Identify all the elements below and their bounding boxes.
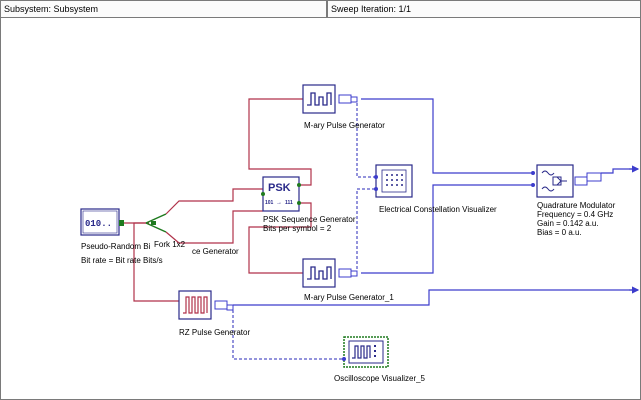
subsystem-label: Subsystem: Subsystem — [1, 1, 327, 17]
rz-out-port[interactable] — [214, 300, 228, 310]
psk-sequence-generator[interactable]: PSK 101 → 111 — [261, 176, 301, 212]
binary-wires — [119, 98, 312, 302]
wire-rz-out — [233, 289, 638, 306]
status-bar: Subsystem: Subsystem Sweep Iteration: 1/… — [1, 1, 640, 18]
osc-in-port[interactable] — [342, 357, 346, 361]
psk-param: Bits per symbol = 2 — [263, 224, 332, 233]
psk-out-port-2[interactable] — [297, 201, 301, 205]
rz-pulse-generator[interactable] — [178, 290, 234, 320]
osc-title: Oscilloscope Visualizer_5 — [334, 374, 426, 383]
psk-out-port-1[interactable] — [297, 183, 301, 187]
psk-in-port[interactable] — [261, 192, 265, 196]
rz-monitor-port[interactable] — [226, 304, 234, 311]
ecv-in-port-2[interactable] — [374, 187, 378, 191]
mary1-monitor-port[interactable] — [350, 96, 358, 103]
sweep-iteration-label: Sweep Iteration: 1/1 — [327, 1, 631, 17]
fork-1x2[interactable] — [145, 213, 167, 233]
electrical-wires — [233, 98, 638, 306]
prbs-title: Pseudo-Random Bi — [81, 242, 151, 251]
mary-pulse-generator-1[interactable] — [302, 258, 358, 288]
prbs-param: Bit rate = Bit rate Bits/s — [81, 256, 163, 265]
wire-fork-to-rzgen — [133, 222, 179, 302]
prbs-title-tail: ce Generator — [192, 247, 239, 256]
ecv-in-port-1[interactable] — [374, 175, 378, 179]
ecv-title: Electrical Constellation Visualizer — [379, 205, 497, 214]
psk-icon-sub-right: 111 — [285, 200, 293, 206]
wire-psk-to-mary2 — [248, 202, 312, 274]
qm-in-port-1[interactable] — [531, 171, 535, 175]
mary-pulse-generator[interactable] — [302, 84, 358, 114]
qm-in-port-2[interactable] — [531, 183, 535, 187]
psk-title: PSK Sequence Generator — [263, 215, 356, 224]
wire-psk-to-mary1 — [248, 98, 312, 186]
qm-frequency: Frequency = 0.4 GHz — [537, 210, 613, 219]
mary1-out-port[interactable] — [338, 94, 352, 104]
wire-mary2-to-ecv — [351, 188, 376, 274]
wire-qm-out — [601, 168, 638, 174]
psk-icon-text: PSK — [268, 182, 291, 194]
mary2-title: M-ary Pulse Generator_1 — [304, 293, 394, 302]
qm-out-port-2[interactable] — [586, 172, 602, 182]
psk-icon-sub-left: 101 — [265, 200, 274, 206]
oscilloscope-visualizer[interactable] — [342, 336, 389, 368]
wire-mary2-to-qm — [361, 184, 531, 274]
mary2-monitor-port[interactable] — [350, 270, 358, 277]
quadrature-modulator[interactable] — [531, 164, 602, 198]
wire-mary1-to-ecv — [351, 98, 376, 178]
qm-bias: Bias = 0 a.u. — [537, 228, 582, 237]
wire-fork-to-psk — [165, 188, 263, 215]
prbs-out-port[interactable] — [119, 220, 124, 226]
mary1-title: M-ary Pulse Generator — [304, 121, 385, 130]
prbs-generator[interactable]: 010.. — [80, 208, 124, 236]
psk-icon-arrow: → — [276, 200, 282, 206]
qm-gain: Gain = 0.142 a.u. — [537, 219, 599, 228]
wire-mary1-to-qm — [361, 98, 531, 174]
fork-title: Fork 1x2 — [154, 240, 186, 249]
wire-fork-to-rz — [165, 210, 263, 244]
prbs-icon-text: 010.. — [85, 219, 112, 229]
qm-title: Quadrature Modulator — [537, 201, 616, 210]
rz-title: RZ Pulse Generator — [179, 328, 250, 337]
mary2-out-port[interactable] — [338, 268, 352, 278]
qm-out-port[interactable] — [574, 176, 588, 186]
electrical-constellation-visualizer[interactable] — [374, 164, 413, 198]
schematic-canvas[interactable]: 010.. Pseudo-Random Bi ce Generator Bit … — [1, 18, 640, 399]
